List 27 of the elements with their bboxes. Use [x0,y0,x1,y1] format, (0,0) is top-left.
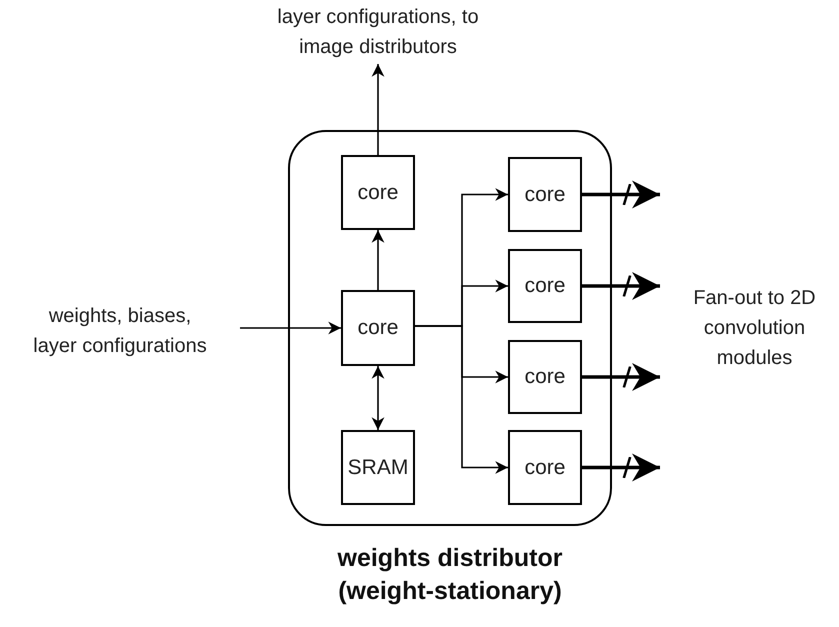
block-label: core [524,365,566,389]
bus-arrow [582,272,662,300]
block-box [341,155,415,230]
block-label: core [524,456,566,480]
arrow [415,325,508,474]
signal-label: weights, biases, layer configurations [32,304,208,359]
block-label: core [358,180,398,204]
block-box [508,340,582,414]
block-heading: weights distributor (weight-stationary) [336,543,564,607]
block-label: SRAM [348,456,408,480]
block-label: core [358,316,398,340]
block-box [508,157,582,232]
block-box [341,290,415,366]
bus-arrow [582,363,662,391]
signal-label: layer configurations, to image distributors [276,5,480,60]
bus-arrow [582,180,662,208]
arrow [372,366,384,430]
block-box [508,430,582,505]
block-label: core [524,182,566,206]
arrow [372,64,384,155]
signal-label: Fan-out to 2D convolution modules [692,286,817,371]
arrow [240,322,341,334]
block-box [341,430,415,505]
arrow [372,230,384,290]
block-box [508,249,582,323]
bus-arrow [582,454,662,482]
block-label: core [524,274,566,298]
